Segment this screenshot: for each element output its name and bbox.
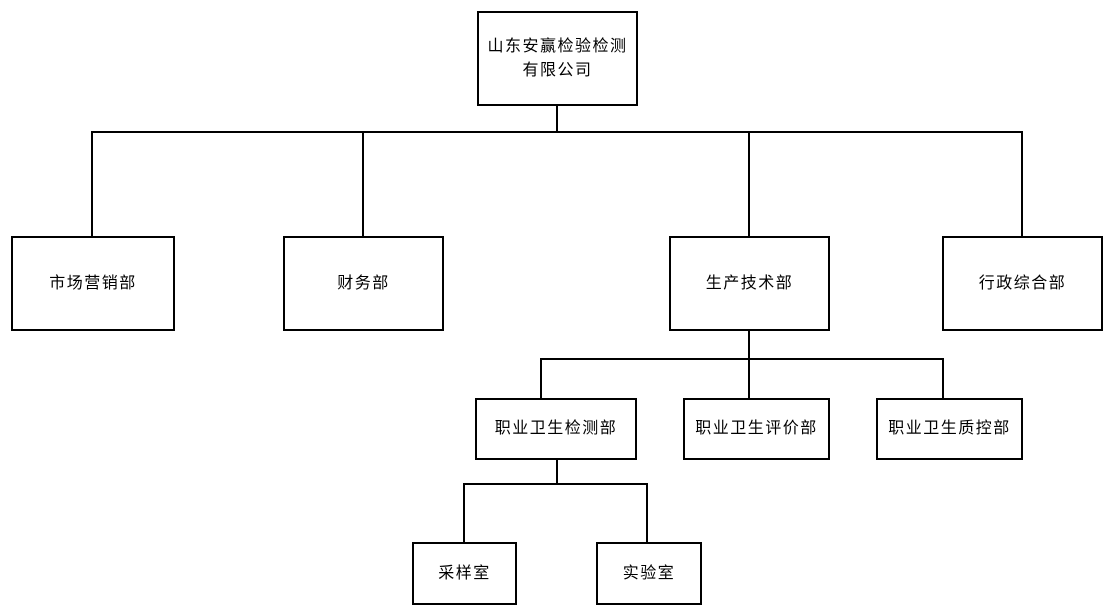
connector-drop-marketing (91, 131, 93, 236)
connector-drop-laboratory (646, 483, 648, 542)
connector-level3-rail (463, 483, 648, 485)
org-node-finance-dept: 财务部 (283, 236, 444, 331)
connector-drop-production (748, 131, 750, 236)
org-node-company: 山东安赢检验检测 有限公司 (477, 11, 638, 106)
org-node-occupational-health-qc-dept: 职业卫生质控部 (876, 398, 1023, 460)
org-node-marketing-dept: 市场营销部 (11, 236, 175, 331)
org-node-production-tech-dept: 生产技术部 (669, 236, 830, 331)
connector-drop-finance (362, 131, 364, 236)
org-node-occupational-health-evaluation-dept: 职业卫生评价部 (683, 398, 830, 460)
connector-production-stem (748, 330, 750, 358)
connector-drop-admin (1021, 131, 1023, 236)
connector-drop-sampling (463, 483, 465, 542)
connector-root-stem (556, 105, 558, 131)
connector-drop-testing (540, 358, 542, 398)
connector-testing-stem (556, 459, 558, 483)
org-node-occupational-health-testing-dept: 职业卫生检测部 (475, 398, 637, 460)
connector-drop-evaluation (748, 358, 750, 398)
org-node-admin-general-dept: 行政综合部 (942, 236, 1103, 331)
connector-level1-rail (91, 131, 1023, 133)
org-node-sampling-room: 采样室 (412, 542, 517, 605)
connector-level2-rail (540, 358, 944, 360)
org-node-laboratory: 实验室 (596, 542, 702, 605)
connector-drop-qc (942, 358, 944, 398)
